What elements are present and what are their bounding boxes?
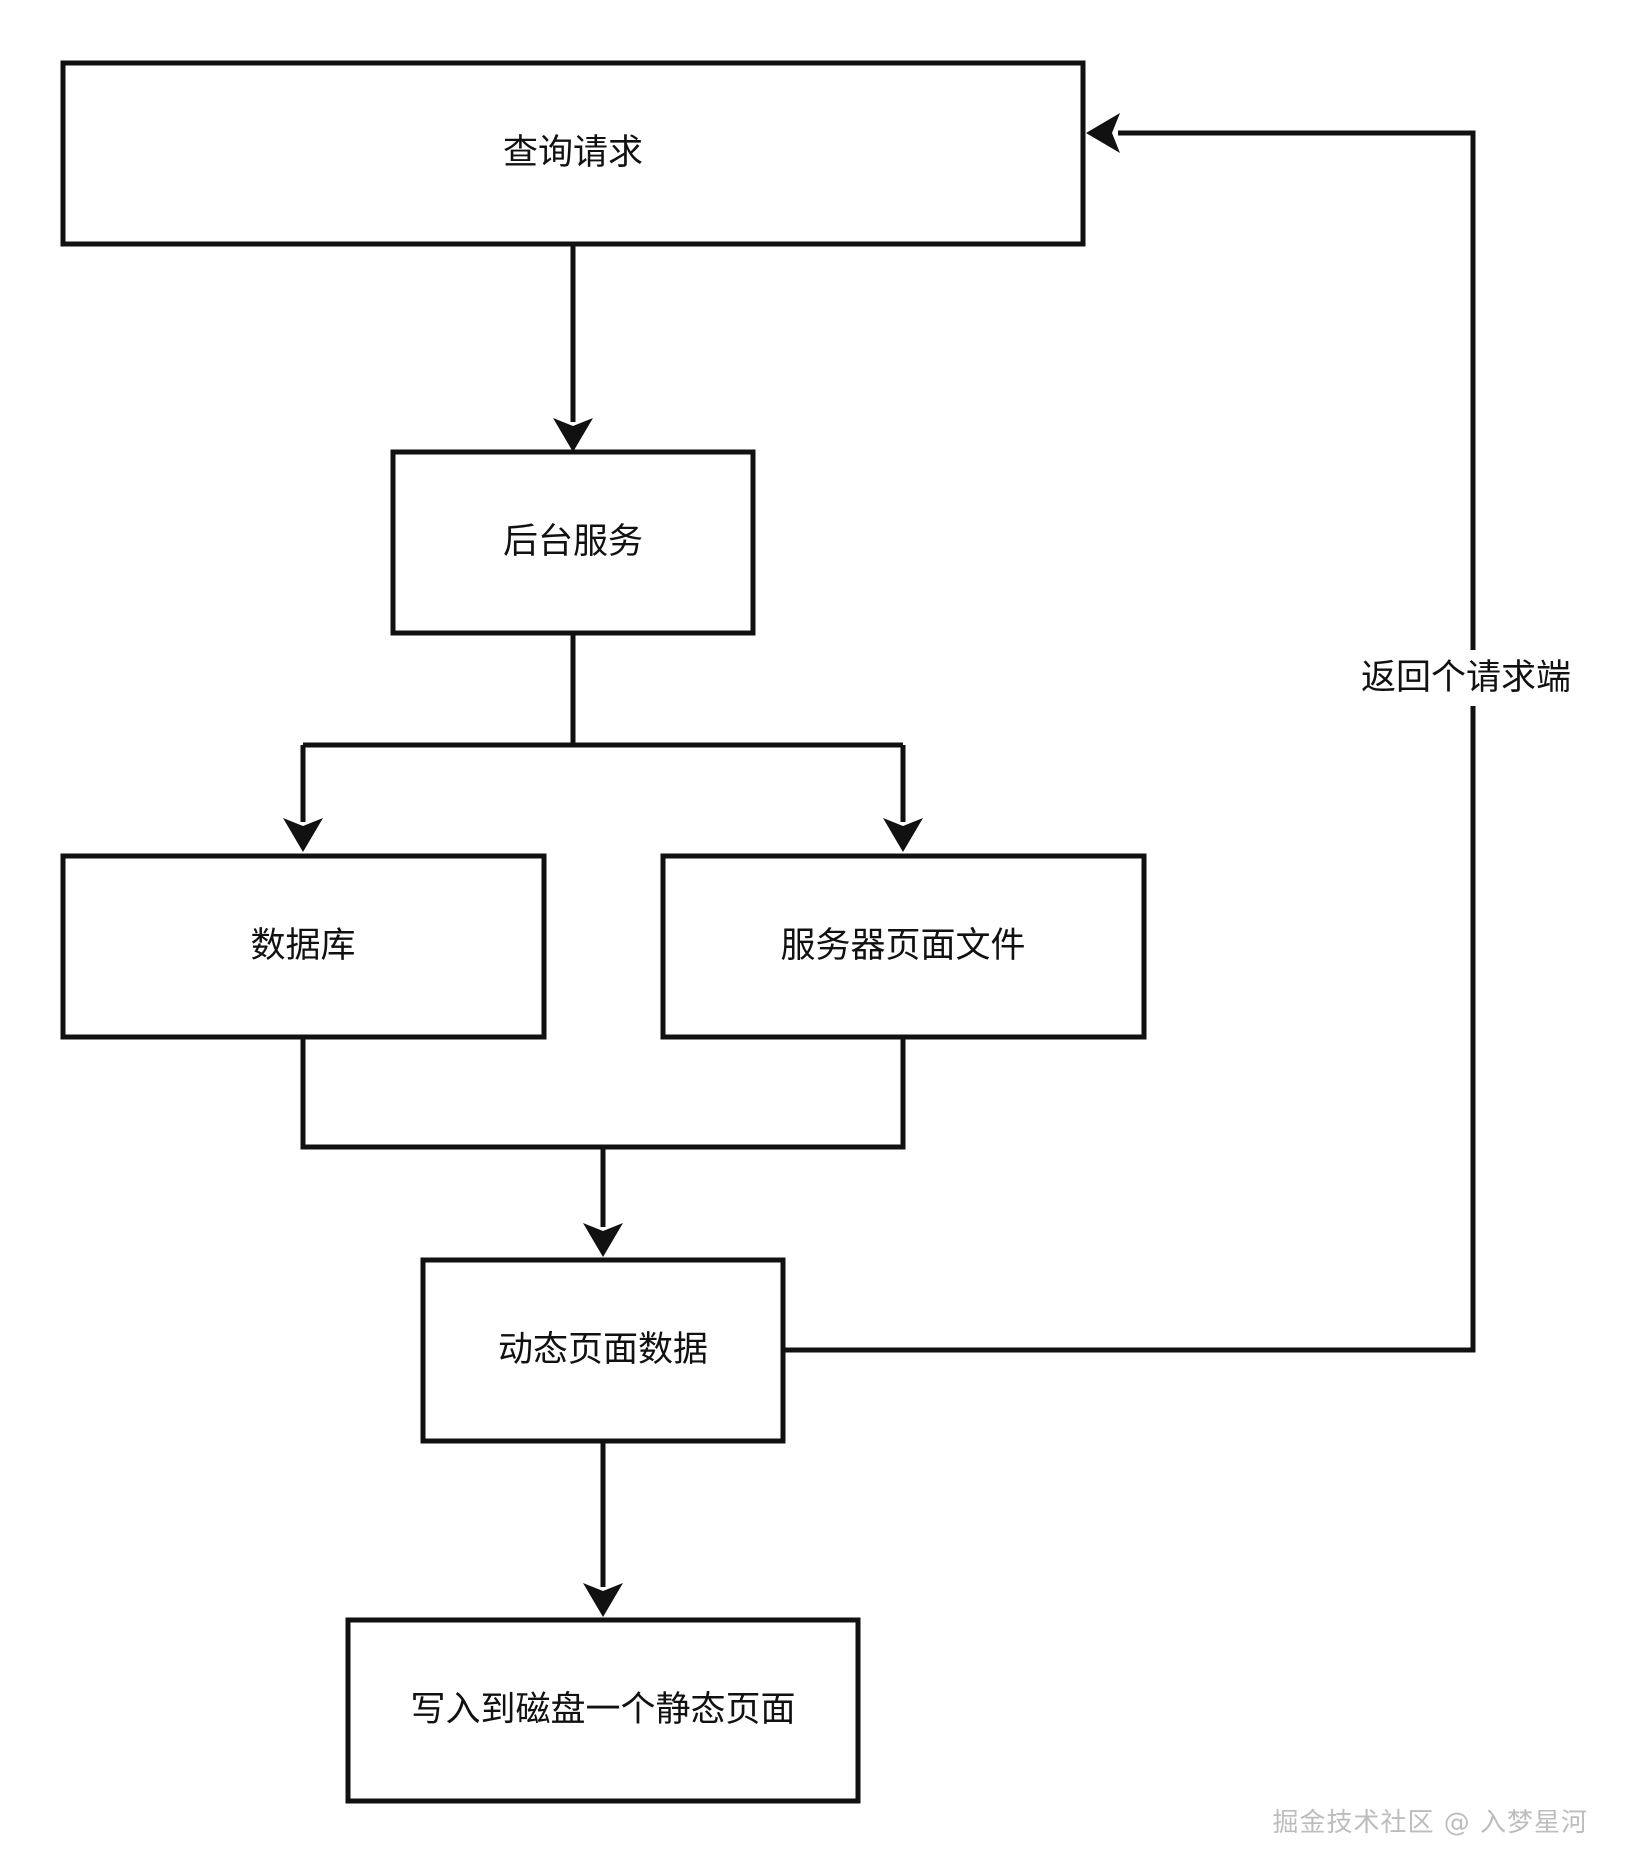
node-backend-service: 后台服务 (390, 449, 756, 636)
node-query-request: 查询请求 (60, 60, 1086, 247)
node-server-page-files: 服务器页面文件 (660, 853, 1147, 1040)
node-database: 数据库 (60, 853, 547, 1040)
arrowhead-write (583, 1583, 623, 1617)
database-label: 数据库 (250, 926, 355, 966)
edge-merge-to-dynamic (300, 1037, 906, 1227)
arrowhead-database (283, 818, 323, 852)
write-static-page-label: 写入到磁盘一个静态页面 (410, 1690, 795, 1730)
edge-label-return: 返回个请求端 (1355, 650, 1591, 706)
edges (283, 113, 1476, 1617)
return-label: 返回个请求端 (1361, 658, 1571, 698)
arrowhead-backend (553, 418, 593, 452)
node-dynamic-page-data: 动态页面数据 (420, 1257, 786, 1444)
edge-return-to-query (783, 130, 1476, 1353)
watermark-text: 掘金技术社区 @ 入梦星河 (1272, 1808, 1588, 1838)
arrowhead-server-files (883, 818, 923, 852)
arrowhead-query-return (1086, 113, 1120, 153)
query-request-label: 查询请求 (503, 133, 643, 173)
arrowhead-dynamic (583, 1223, 623, 1257)
node-write-static-page: 写入到磁盘一个静态页面 (345, 1617, 861, 1804)
edge-backend-split (300, 633, 906, 822)
dynamic-page-data-label: 动态页面数据 (498, 1330, 708, 1370)
backend-service-label: 后台服务 (503, 522, 643, 562)
server-page-files-label: 服务器页面文件 (780, 926, 1025, 966)
